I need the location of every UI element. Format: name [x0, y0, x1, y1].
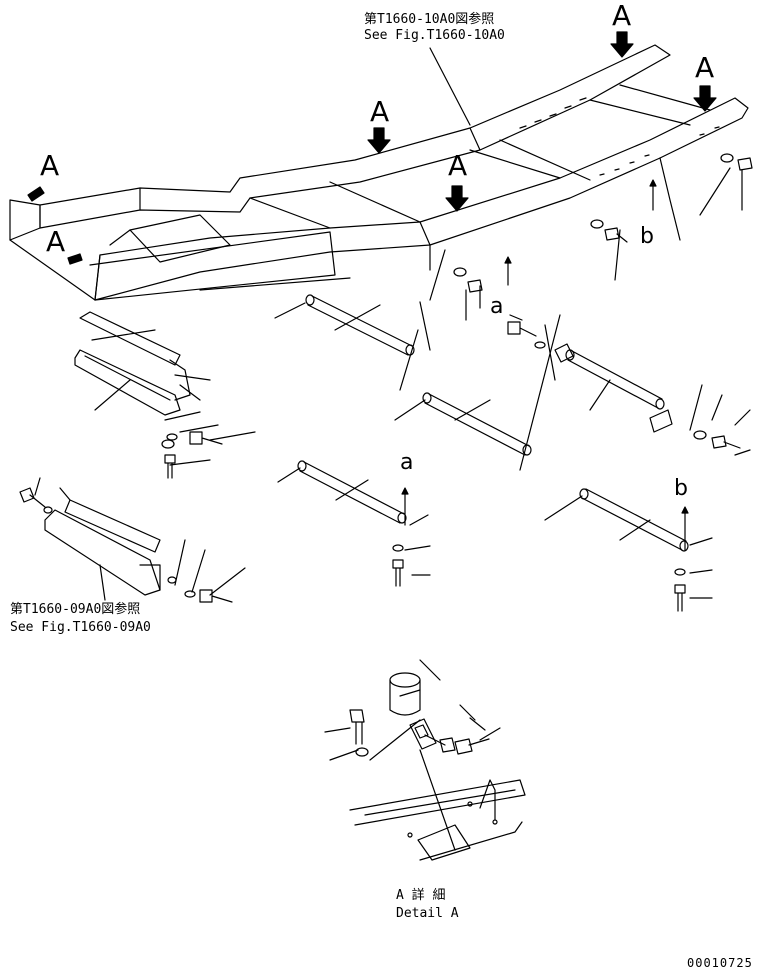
ref-leader-bottom: [99, 564, 106, 601]
drawing-number: 00010725: [687, 956, 753, 970]
left-guard-upper: [74, 311, 191, 416]
callout-b-ref-1: b: [640, 224, 654, 249]
callout-a-1: A: [612, 0, 632, 32]
main-frame: [9, 44, 749, 301]
left-leader-lines: [34, 329, 256, 596]
callout-a-2: A: [695, 51, 715, 84]
callout-a-ref-1: a: [490, 294, 504, 319]
callout-a-5: A: [40, 149, 60, 182]
ref-arrows: [401, 179, 689, 551]
top-reference-line2: See Fig.T1660-10A0: [364, 28, 505, 43]
left-fasteners: [19, 431, 233, 603]
top-reference-line1: 第T1660-10A0図参照: [364, 12, 495, 27]
detail-caption-line2: Detail A: [396, 906, 459, 921]
roller-fasteners: [392, 153, 753, 612]
left-guard-lower: [44, 499, 161, 596]
detail-caption-line1: A 詳 細: [396, 888, 446, 903]
detail-a-drawing: [324, 659, 526, 861]
callout-a-ref-2: a: [400, 450, 414, 475]
callout-b-ref-2: b: [674, 476, 688, 501]
bottom-left-reference-line1: 第T1660-09A0図参照: [10, 602, 141, 617]
ref-leader-top: [429, 47, 471, 126]
view-arrows: [27, 31, 717, 265]
callout-a-3: A: [370, 95, 390, 128]
callout-a-6: A: [46, 225, 66, 258]
roller-leader-lines: [274, 167, 751, 599]
rollers: [297, 294, 689, 552]
callout-a-4: A: [448, 149, 468, 182]
bottom-left-reference-line2: See Fig.T1660-09A0: [10, 620, 151, 635]
